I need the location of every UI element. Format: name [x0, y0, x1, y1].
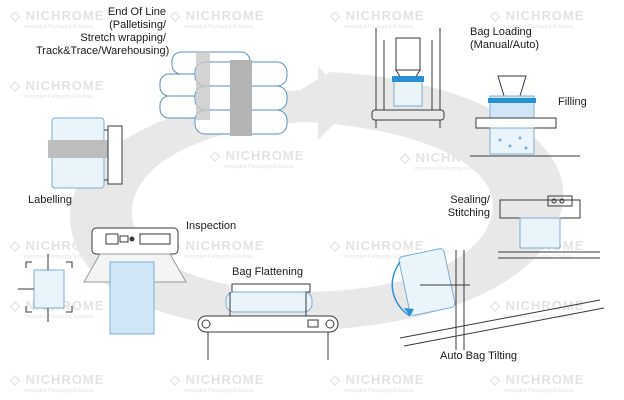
- filling-illustration: [470, 75, 580, 157]
- label-bag-loading: Bag Loading (Manual/Auto): [470, 26, 539, 52]
- sealing-illustration: [498, 195, 600, 259]
- auto-bag-tilting-illustration: [391, 248, 605, 350]
- label-sealing-line-1: Sealing/: [450, 194, 490, 206]
- label-bag-loading-line-1: Bag Loading: [470, 26, 532, 38]
- label-end-of-line: End Of Line (Palletising/ Stretch wrappi…: [36, 6, 170, 58]
- label-bag-loading-line-2: (Manual/Auto): [470, 39, 540, 51]
- label-end-of-line-line-3: Stretch wrapping/: [80, 32, 166, 44]
- bag-loading-illustration: [371, 28, 445, 128]
- label-filling: Filling: [558, 96, 587, 108]
- label-end-of-line-line-4: Track&Trace/Warehousing): [36, 45, 170, 57]
- label-sealing-line-2: Stitching: [447, 207, 490, 219]
- bag-flattening-illustration: [197, 283, 339, 360]
- label-auto-bag-tilting: Auto Bag Tilting: [440, 350, 518, 362]
- end-of-line-bags-illustration: [159, 51, 288, 136]
- label-inspection: Inspection: [186, 220, 237, 232]
- labelling-illustration: [48, 117, 123, 189]
- label-labelling: Labelling: [28, 194, 73, 206]
- label-end-of-line-line-1: End Of Line: [107, 6, 166, 18]
- label-bag-flattening: Bag Flattening: [232, 266, 303, 278]
- ring-arrowhead: [318, 66, 352, 140]
- cycle-ring: [69, 66, 564, 330]
- label-sealing-stitching: Sealing/ Stitching: [430, 194, 490, 220]
- inspection-illustration: [18, 227, 187, 335]
- label-end-of-line-line-2: (Palletising/: [109, 19, 166, 31]
